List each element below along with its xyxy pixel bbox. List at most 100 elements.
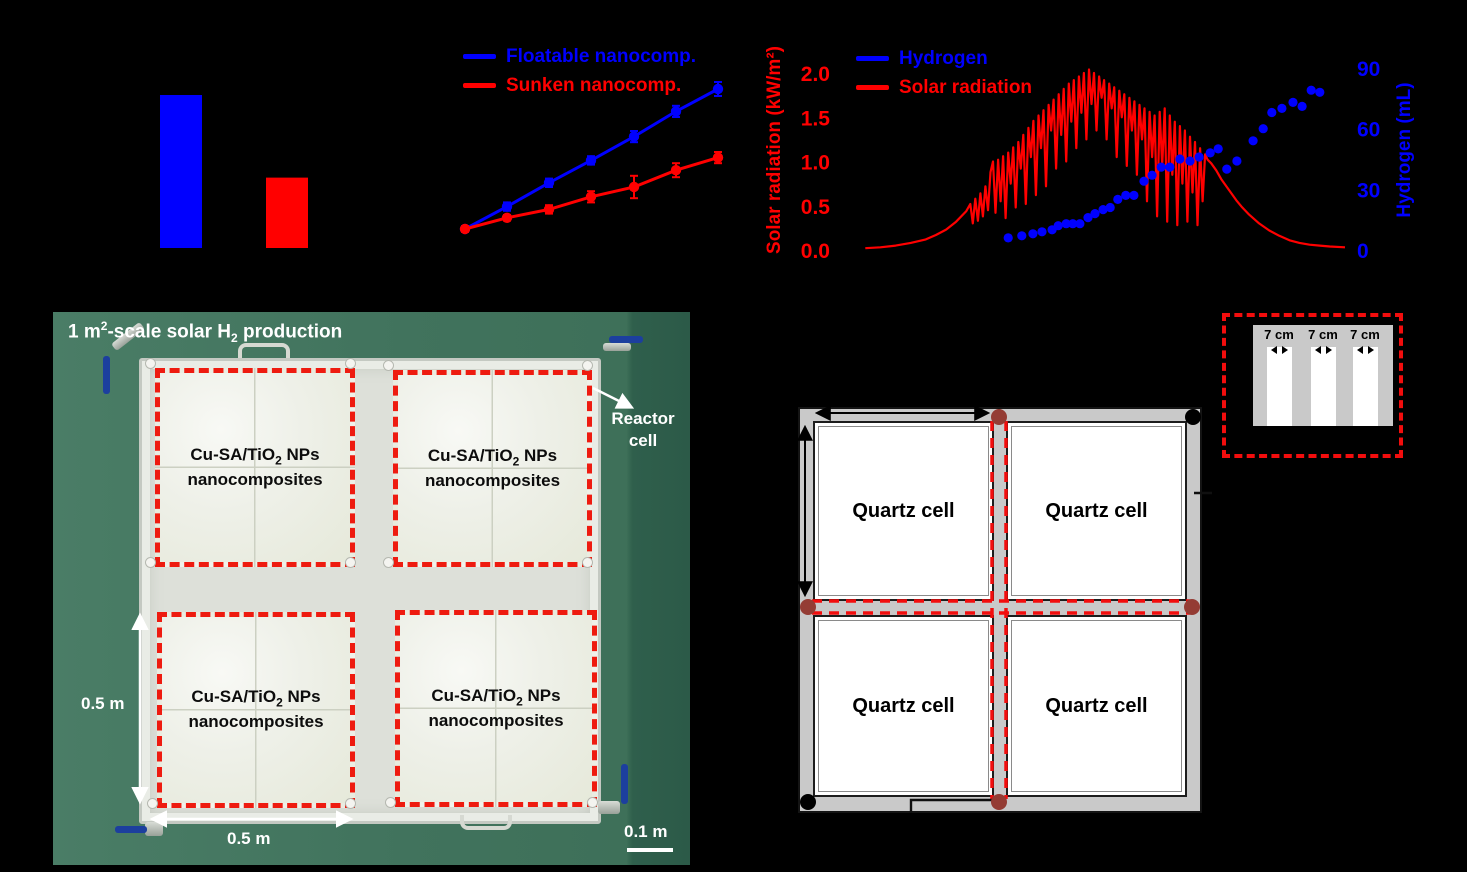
- scale-bar: [627, 848, 673, 852]
- port-dot-left: [800, 599, 816, 615]
- reactor-cell-top-right: Cu-SA/TiO2 NPs nanocomposites: [393, 370, 592, 567]
- subscript: 2: [275, 453, 282, 468]
- legend-item-sunken: Sunken nanocomp.: [463, 71, 696, 100]
- label-part: NPs: [522, 685, 561, 705]
- frame-cap: [345, 358, 356, 369]
- cell-width-inset: 7 cm 7 cm 7 cm: [1222, 313, 1403, 458]
- flow-channel-dashes: [812, 421, 1190, 799]
- label-part: Cu-SA/TiO: [191, 687, 277, 707]
- cell-label-line2: nanocomposites: [188, 712, 324, 732]
- right-axis-tick: 30: [1357, 179, 1380, 202]
- left-axis-tick: 2.0: [801, 63, 830, 86]
- quartz-cell-top-right: Quartz cell: [1006, 421, 1187, 601]
- arrow-left-icon: [1271, 346, 1277, 354]
- valve-handle-top-right: [609, 336, 643, 343]
- cell-label: Cu-SA/TiO2 NPs nanocomposites: [428, 685, 563, 732]
- stripe-width-label: 7 cm: [1308, 327, 1338, 342]
- arrow-right-icon: [1368, 346, 1374, 354]
- reactor-callout-line1: Reactor: [611, 409, 675, 428]
- title-part: production: [237, 321, 343, 343]
- left-axis-tick: 1.5: [801, 107, 831, 130]
- legend-line-swatch-solar: [856, 85, 889, 90]
- reactor-cell-bottom-left: Cu-SA/TiO2 NPs nanocomposites: [157, 612, 355, 808]
- port-dot-right: [1184, 599, 1200, 615]
- frame-cap: [582, 557, 593, 568]
- frame-cap: [345, 798, 356, 809]
- legend-label-solar: Solar radiation: [899, 76, 1033, 98]
- subscript: 2: [516, 694, 523, 709]
- valve-handle-bottom-left: [115, 826, 147, 833]
- legend-label-hydrogen: Hydrogen: [899, 47, 988, 69]
- h2-evolution-chart: [459, 81, 724, 235]
- valve-pipe-bottom-left: [145, 822, 163, 836]
- cell-label-line2: nanocomposites: [424, 470, 561, 490]
- frame-cap: [582, 360, 593, 371]
- reactor-cell-bottom-right: Cu-SA/TiO2 NPs nanocomposites: [395, 610, 597, 807]
- reactor-photo: Cu-SA/TiO2 NPs nanocomposites Cu-SA/TiO2…: [53, 312, 690, 865]
- quartz-cell-bottom-right: Quartz cell: [1006, 615, 1187, 797]
- port-dot-top: [991, 409, 1007, 425]
- arrow-left-icon: [1315, 346, 1321, 354]
- quartz-cell-bottom-left: Quartz cell: [813, 615, 994, 797]
- right-axis-tick: 0: [1357, 240, 1369, 263]
- solar-radiation-curve: [865, 68, 1346, 250]
- frame-cap: [383, 557, 394, 568]
- legend-line-swatch-blue: [463, 54, 496, 59]
- width-arrow-icon: [1311, 346, 1336, 354]
- stripe-width-label: 7 cm: [1264, 327, 1294, 342]
- frame-cap: [587, 797, 598, 808]
- right-axis-title: Hydrogen (mL): [1394, 82, 1415, 217]
- legend-line-swatch-hydrogen: [856, 56, 889, 61]
- legend-item-solar: Solar radiation: [856, 73, 1032, 102]
- solar-hydrogen-legend: Hydrogen Solar radiation: [856, 44, 1032, 102]
- label-part: Cu-SA/TiO: [190, 444, 276, 464]
- port-dot-bottom: [991, 794, 1007, 810]
- frame-cap: [147, 798, 158, 809]
- label-part: Cu-SA/TiO: [431, 685, 517, 705]
- width-arrow-icon: [1267, 346, 1292, 354]
- cell-label: Cu-SA/TiO2 NPs nanocomposites: [187, 444, 322, 491]
- frame-cap: [145, 358, 156, 369]
- series-floatable: [459, 81, 724, 235]
- cell-label: Cu-SA/TiO2 NPs nanocomposites: [188, 686, 323, 733]
- port-markers: [800, 409, 1201, 810]
- series-sunken: [459, 151, 724, 235]
- cell-label: Cu-SA/TiO2 NPs nanocomposites: [425, 445, 560, 492]
- stripe-width-label: 7 cm: [1350, 327, 1380, 342]
- title-part: -scale solar H: [107, 321, 232, 343]
- quartz-cell-top-left: Quartz cell: [813, 421, 994, 601]
- arrow-right-icon: [1282, 346, 1288, 354]
- cell-label-line2: nanocomposites: [187, 469, 323, 489]
- cell-label-line1: Cu-SA/TiO2 NPs: [188, 686, 323, 711]
- dimension-label-bottom: 0.5 m: [227, 829, 271, 848]
- arrow-right-icon: [1326, 346, 1332, 354]
- frame-cap: [345, 557, 356, 568]
- dimension-label-left: 0.5 m: [81, 694, 125, 713]
- valve-pipe-top-right: [603, 343, 631, 351]
- inset-stripe: [1311, 347, 1336, 426]
- reactor-callout-line2: cell: [628, 431, 658, 451]
- scale-bar-label: 0.1 m: [624, 822, 668, 841]
- cell-label-line2: nanocomposites: [428, 710, 564, 730]
- label-part: NPs: [281, 444, 320, 464]
- left-axis-tick: 0.5: [801, 196, 831, 219]
- left-axis-tick: 0.0: [801, 240, 830, 263]
- legend-item-hydrogen: Hydrogen: [856, 44, 1032, 73]
- frame-cap: [385, 797, 396, 808]
- frame-handle-top: [238, 343, 290, 358]
- label-part: Cu-SA/TiO: [427, 445, 513, 465]
- valve-handle-bottom-right: [621, 764, 628, 804]
- connector-lines: [909, 408, 1212, 813]
- right-axis-tick: 90: [1357, 58, 1380, 81]
- subscript: 2: [231, 331, 238, 346]
- dimension-arrows: [797, 405, 991, 598]
- left-axis-tick: 1.0: [801, 152, 830, 175]
- cell-label-line1: Cu-SA/TiO2 NPs: [425, 445, 560, 470]
- label-part: NPs: [282, 687, 321, 707]
- legend-label-sunken: Sunken nanocomp.: [506, 74, 682, 96]
- photo-title: 1 m2-scale solar H2 production: [68, 319, 342, 345]
- reactor-schematic: Quartz cell Quartz cell Quartz cell Quar…: [798, 407, 1202, 813]
- cell-label-line1: Cu-SA/TiO2 NPs: [428, 685, 563, 710]
